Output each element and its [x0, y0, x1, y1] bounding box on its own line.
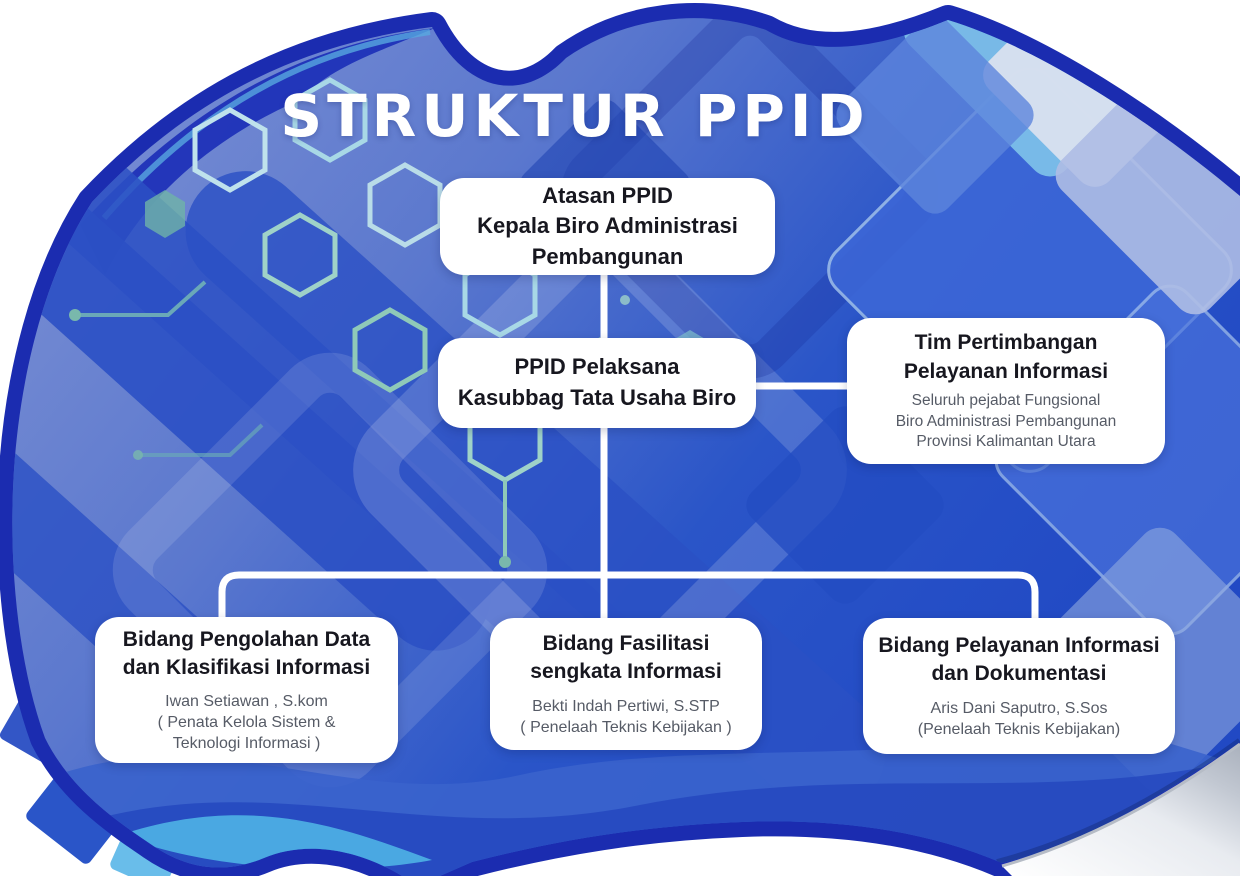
page-curl [1001, 742, 1240, 876]
node-heading: Tim Pertimbangan Pelayanan Informasi [903, 331, 1109, 383]
node-subtitle: Iwan Setiawan , S.kom ( Penata Kelola Si… [157, 693, 336, 753]
node-heading: Bidang Pengolahan Data dan Klasifikasi I… [122, 627, 371, 679]
node-heading: Bidang Fasilitasi sengkata Informasi [530, 632, 722, 684]
node-bidang-pelayanan-informasi: Bidang Pelayanan Informasi dan Dokumenta… [863, 618, 1175, 754]
node-bidang-pengolahan-data: Bidang Pengolahan Data dan Klasifikasi I… [95, 617, 398, 763]
node-heading: PPID Pelaksana Kasubbag Tata Usaha Biro [457, 354, 737, 410]
node-heading: Atasan PPID Kepala Biro Administrasi Pem… [477, 182, 738, 269]
node-atasan-ppid: Atasan PPID Kepala Biro Administrasi Pem… [440, 178, 775, 275]
node-subtitle: Aris Dani Saputro, S.Sos (Penelaah Tekni… [917, 699, 1121, 738]
node-subtitle: Seluruh pejabat Fungsional Biro Administ… [895, 392, 1117, 451]
node-ppid-pelaksana: PPID Pelaksana Kasubbag Tata Usaha Biro [438, 338, 756, 428]
node-bidang-fasilitasi: Bidang Fasilitasi sengkata Informasi Bek… [490, 618, 762, 750]
page-title: STRUKTUR PPID [280, 82, 870, 150]
top-left-highlight [101, 29, 431, 220]
node-heading: Bidang Pelayanan Informasi dan Dokumenta… [878, 634, 1160, 686]
node-subtitle: Bekti Indah Pertiwi, S.STP ( Penelaah Te… [520, 697, 732, 736]
node-tim-pertimbangan: Tim Pertimbangan Pelayanan Informasi Sel… [847, 318, 1165, 464]
